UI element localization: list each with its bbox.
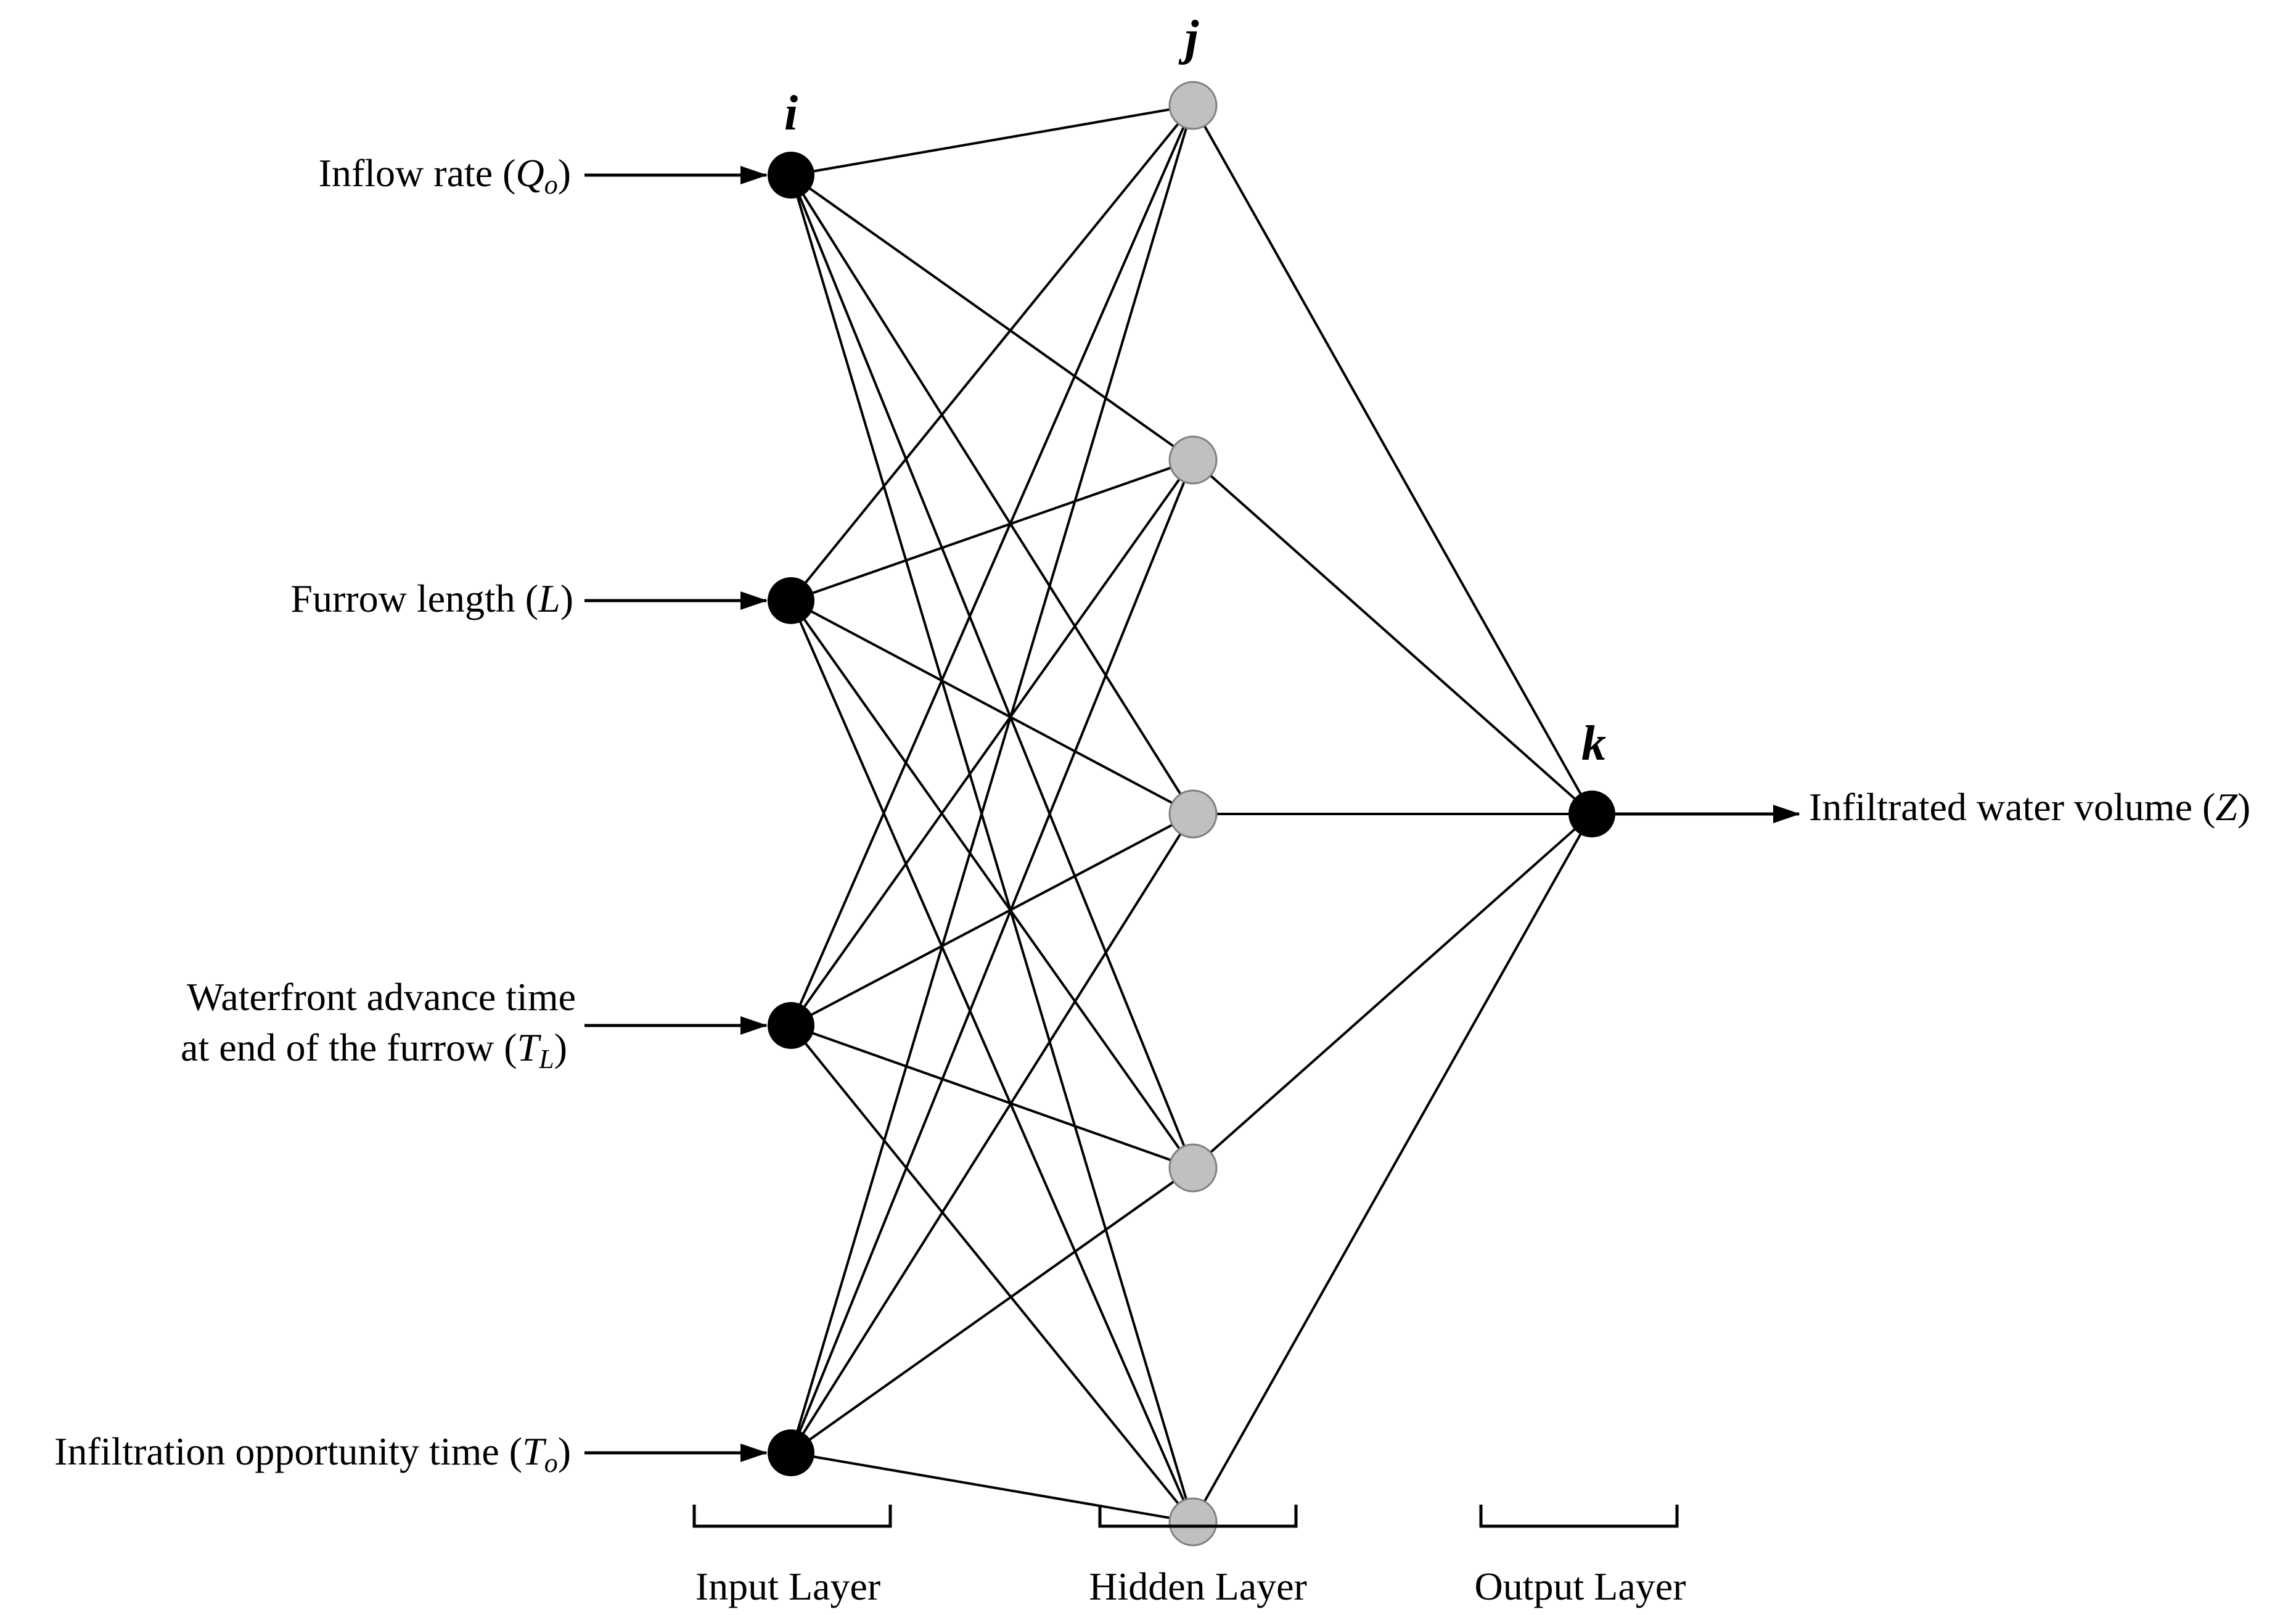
input-label-subscript: o: [544, 170, 558, 200]
input-label-symbol: T: [517, 1025, 542, 1069]
hidden-node-4: [1168, 1143, 1218, 1193]
edge-input-1-hidden-3: [790, 174, 1194, 815]
output-layer-nodes: [1568, 791, 1615, 837]
edge-input-3-hidden-3: [790, 813, 1194, 1027]
edge-input-3-hidden-1: [790, 105, 1194, 1026]
input-label-close: ): [558, 1429, 571, 1473]
input-label-advance-time-line2: at end of the furrow (TL): [181, 1025, 567, 1074]
input-layer-nodes: [768, 152, 814, 1476]
edge-input-1-hidden-4: [790, 175, 1194, 1169]
input-label-advance-time-line1: Waterfront advance time: [187, 975, 576, 1019]
hidden-node-1: [1168, 81, 1218, 130]
edge-input-3-hidden-5: [790, 1024, 1194, 1523]
hidden-node-5: [1168, 1497, 1218, 1547]
edge-input-2-hidden-4: [790, 599, 1194, 1169]
edge-input-4-hidden-5: [790, 1452, 1194, 1523]
input-label-text: Furrow length (: [290, 577, 538, 620]
edge-input-3-hidden-2: [790, 459, 1194, 1027]
input-label-opportunity-time: Infiltration opportunity time (To): [54, 1429, 571, 1478]
input-label-close: ): [554, 1025, 567, 1069]
input-node-2: [768, 577, 814, 624]
edge-input-1-hidden-5: [790, 175, 1194, 1523]
input-label-text: at end of the furrow (: [181, 1025, 517, 1069]
input-label-symbol: T: [522, 1429, 547, 1473]
input-label-subscript: L: [538, 1044, 554, 1074]
hidden-node-2: [1168, 435, 1218, 485]
input-to-hidden-connections: [790, 104, 1194, 1523]
output-layer-bracket: [1479, 1505, 1679, 1528]
input-label-symbol: L: [538, 577, 560, 620]
input-label-subscript: o: [544, 1448, 558, 1478]
input-label-furrow-length: Furrow length (L): [290, 577, 573, 620]
hidden-to-output-connections: [1192, 105, 1593, 1523]
input-node-3: [768, 1002, 814, 1049]
input-layer-label: Input Layer: [695, 1564, 880, 1608]
input-node-index-label: i: [784, 86, 798, 141]
edge-input-3-hidden-4: [790, 1024, 1194, 1169]
input-label-close: ): [560, 577, 573, 620]
edge-input-2-hidden-2: [790, 459, 1194, 602]
input-label-symbol: Q: [515, 151, 544, 195]
edge-input-2-hidden-1: [790, 104, 1194, 602]
edge-input-1-hidden-2: [790, 174, 1194, 461]
input-layer-bracket: [692, 1505, 892, 1528]
input-label-close: ): [558, 151, 571, 195]
input-node-1: [768, 152, 814, 199]
output-label-infiltrated-volume: Infiltrated water volume (Z): [1809, 785, 2250, 829]
edge-input-2-hidden-5: [790, 600, 1194, 1523]
hidden-layer-nodes: [1168, 81, 1218, 1547]
output-label-text: Infiltrated water volume (: [1809, 785, 2215, 829]
input-node-4: [768, 1429, 814, 1476]
hidden-node-3: [1168, 789, 1218, 839]
edge-hidden-4-output-1: [1192, 813, 1593, 1169]
input-label-inflow-rate: Inflow rate (Qo): [319, 151, 571, 200]
input-arrows: [584, 166, 768, 1462]
hidden-node-index-label: j: [1178, 11, 1199, 65]
edge-input-4-hidden-2: [790, 459, 1194, 1453]
output-layer-label: Output Layer: [1475, 1564, 1686, 1608]
output-label-close: ): [2237, 785, 2250, 829]
edge-input-1-hidden-1: [790, 104, 1194, 176]
hidden-layer-label: Hidden Layer: [1089, 1564, 1307, 1608]
edge-input-4-hidden-1: [790, 105, 1194, 1453]
edge-hidden-1-output-1: [1192, 105, 1593, 815]
edge-hidden-5-output-1: [1192, 813, 1593, 1523]
edge-input-4-hidden-3: [790, 813, 1194, 1454]
input-label-text: Inflow rate (: [319, 151, 516, 195]
output-node-index-label: k: [1581, 717, 1606, 771]
output-label-symbol: Z: [2215, 785, 2238, 829]
hidden-layer-bracket: [1098, 1505, 1298, 1528]
output-node-1: [1568, 791, 1615, 837]
input-label-text: Infiltration opportunity time (: [54, 1429, 522, 1473]
edge-input-2-hidden-3: [790, 599, 1194, 815]
edge-input-4-hidden-4: [790, 1167, 1194, 1454]
edge-hidden-2-output-1: [1192, 459, 1593, 815]
